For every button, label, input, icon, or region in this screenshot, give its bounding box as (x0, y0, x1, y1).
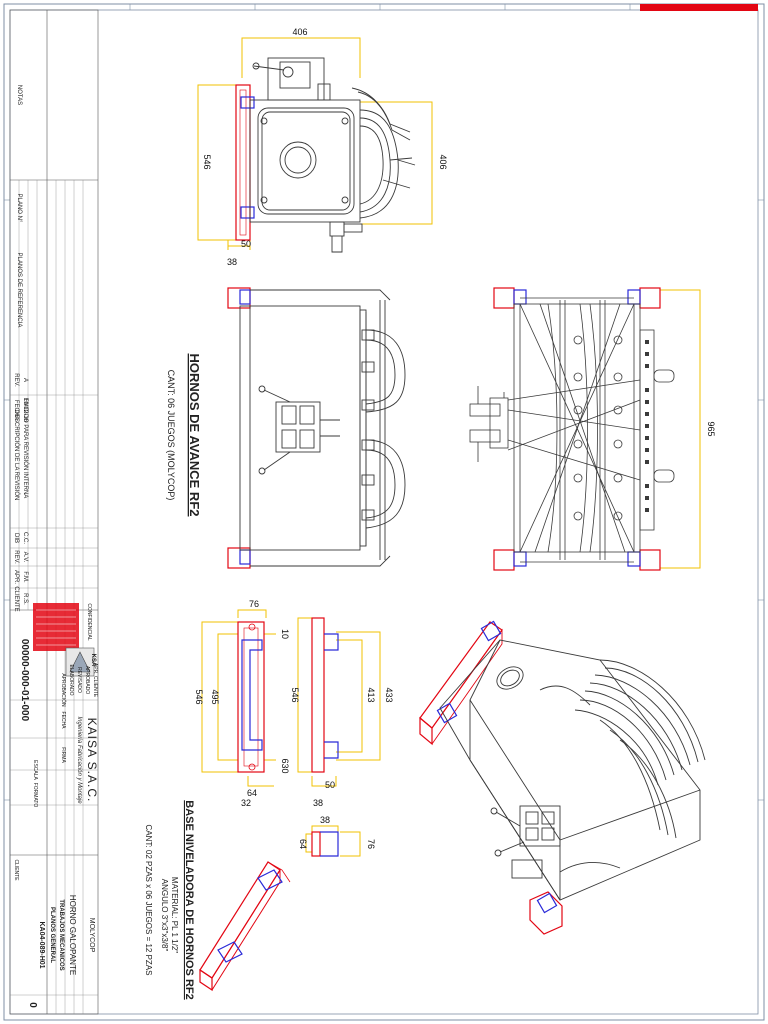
tb-rev-col-rev: REV. (13, 373, 19, 387)
dim-detail-width: 38 (320, 815, 330, 825)
tb-drawing-name: PLANOS GENERAL (49, 907, 55, 963)
tb-work: TRABAJOS MECANICOS (58, 899, 64, 970)
isometric-base (199, 861, 291, 992)
tb-stamp-text: CONFIDENCIAL (86, 603, 92, 640)
dim-top-width: 406 (292, 27, 307, 37)
base-quantity: CANT: 02 PZAS x 06 JUEGOS = 12 PZAS (144, 825, 153, 976)
confidential-stamp (33, 603, 79, 651)
dim-base-a-outer: 546 (194, 689, 204, 704)
front-view: 965 (469, 287, 716, 571)
tb-rev: 0 (27, 1002, 38, 1008)
tb-sig-col-3: APR. (13, 570, 19, 584)
tb-company-sub: Ingeniería Fabricación y Montaje (76, 716, 82, 804)
zone-ticks (4, 4, 764, 801)
base-detail-a: 76 10 546 495 630 64 32 (194, 599, 290, 808)
dim-base-a-gap: 10 (280, 629, 290, 639)
base-title: BASE NIVELADORA DE HORNOS RF2 (183, 800, 195, 999)
tb-client: MOLYCOP (88, 918, 95, 953)
tb-sig-col-4: CLIENTE (13, 586, 19, 611)
main-quantity: CANT: 06 JUEGOS (MOLYCOP) (166, 370, 176, 501)
tb-company: KAISA S.A.C. (85, 718, 99, 803)
base-detail-b: 546 433 413 50 38 (290, 617, 394, 808)
tb-reference: PLANOS DE REFERENCIA (16, 253, 22, 328)
tb-sig-val-1: C.C. (22, 532, 28, 544)
top-view: 406 546 406 50 38 (197, 27, 448, 267)
sheet-border (3, 3, 765, 1021)
tb-code: 00000-000-01-000 (19, 639, 30, 722)
tb-drawing-number: KA04-089-H01 (38, 921, 45, 968)
header-stamp (640, 4, 758, 11)
tb-rev-col-date: FECHA (13, 400, 19, 420)
company-logo (65, 647, 95, 677)
side-view (227, 287, 406, 569)
dim-top-base-b: 38 (227, 257, 237, 267)
tb-sig-header-2: FECHA (60, 712, 66, 730)
isometric-furnace (419, 620, 706, 935)
tb-logo-text: KSA (90, 654, 96, 667)
dim-base-a-width: 76 (249, 599, 259, 609)
tb-sig-val-4: R.S. (22, 593, 28, 605)
base-angle: ANGULO 3"x3"x3/8" (160, 879, 169, 952)
dim-base-b-bottom-a: 50 (325, 780, 335, 790)
tb-notes: NOTAS (16, 85, 22, 105)
tb-role-1: ELABORADO (68, 664, 74, 695)
tb-role-4: APR. CLIENTE (92, 663, 98, 698)
dim-base-a-bottom-b: 32 (241, 798, 251, 808)
tb-sig-header-1: APROBACIÓN (60, 673, 67, 707)
dim-front-height: 965 (706, 421, 716, 436)
tb-rev-row-desc: EMITIDO PARA REVISIÓN INTERNA (22, 398, 29, 499)
dim-base-a-foot: 630 (280, 758, 290, 773)
dim-top-height-left: 546 (202, 154, 212, 169)
tb-rev-col-desc: DESCRIPCIÓN DE LA REVISIÓN (13, 410, 20, 501)
tb-plan-no: PLANO N° (16, 194, 22, 223)
tb-format-label: FORMATO (32, 783, 38, 808)
tb-role-2: REVISADO (76, 667, 82, 693)
tb-scale-label: ESCALA (32, 760, 38, 780)
tb-role-3: APROBADO (84, 666, 90, 694)
tb-sig-header-3: FIRMA (60, 747, 66, 763)
tb-project: HORNO GALOPANTE (68, 895, 77, 975)
dim-base-a-bottom-a: 64 (247, 788, 257, 798)
dim-detail-side: 64 (298, 839, 308, 849)
tb-sig-col-2: REV. (13, 550, 19, 564)
base-material: MATERIAL: PL 1 1/2" (170, 877, 179, 953)
dim-base-b-inner-a: 433 (384, 687, 394, 702)
tb-cliente-label: CLIENTE (13, 859, 19, 881)
dim-base-b-bottom-b: 38 (313, 798, 323, 808)
dim-base-b-outer: 546 (290, 687, 300, 702)
dim-base-b-inner-b: 413 (366, 687, 376, 702)
tb-sig-col-1: DIB (13, 533, 19, 543)
tb-rev-row-rev: A (22, 378, 28, 382)
dim-base-a-inner: 495 (210, 689, 220, 704)
title-block (9, 9, 99, 1015)
tb-sig-val-2: A.V. (22, 552, 28, 563)
angle-detail: 38 76 64 (298, 815, 376, 857)
dim-detail-height: 76 (366, 839, 376, 849)
tb-sig-val-3: F.M. (22, 571, 28, 583)
main-title: HORNOS DE AVANCE RF2 (187, 354, 202, 517)
dim-top-height-right: 406 (438, 154, 448, 169)
tb-rev-row-date: 10-12-16 (22, 398, 28, 423)
dim-top-base-a: 50 (241, 239, 251, 249)
